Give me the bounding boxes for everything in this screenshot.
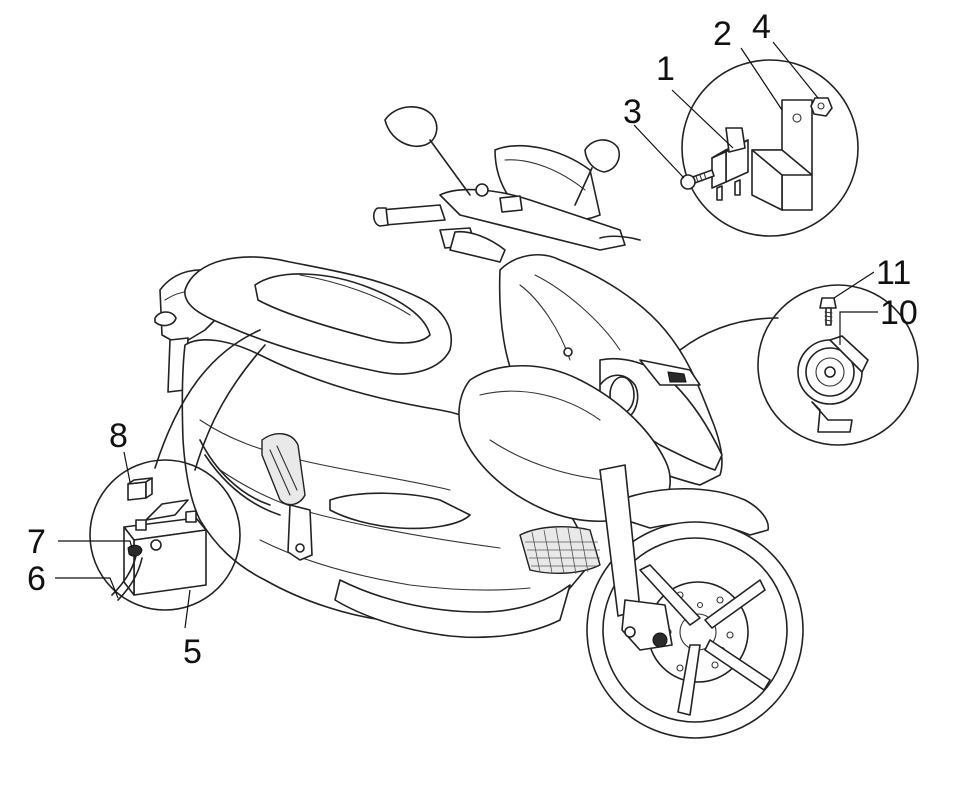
- callout-2: 2: [713, 15, 732, 53]
- horn-inset: [679, 284, 919, 446]
- relay-inset: [680, 59, 859, 237]
- callout-7: 7: [27, 523, 46, 561]
- leader-lines: [55, 41, 878, 629]
- scooter-illustration: [154, 106, 804, 739]
- callout-4: 4: [752, 8, 771, 46]
- callout-3: 3: [623, 93, 642, 131]
- callout-10: 10: [880, 294, 918, 332]
- callout-numbers: 1 2 3 4 5 6 7 8 10 11: [27, 8, 918, 671]
- callout-8: 8: [109, 417, 128, 455]
- battery-inset: [89, 329, 266, 611]
- callout-11: 11: [876, 254, 911, 292]
- callout-5: 5: [183, 633, 202, 671]
- callout-6: 6: [27, 560, 46, 598]
- callout-1: 1: [656, 50, 675, 88]
